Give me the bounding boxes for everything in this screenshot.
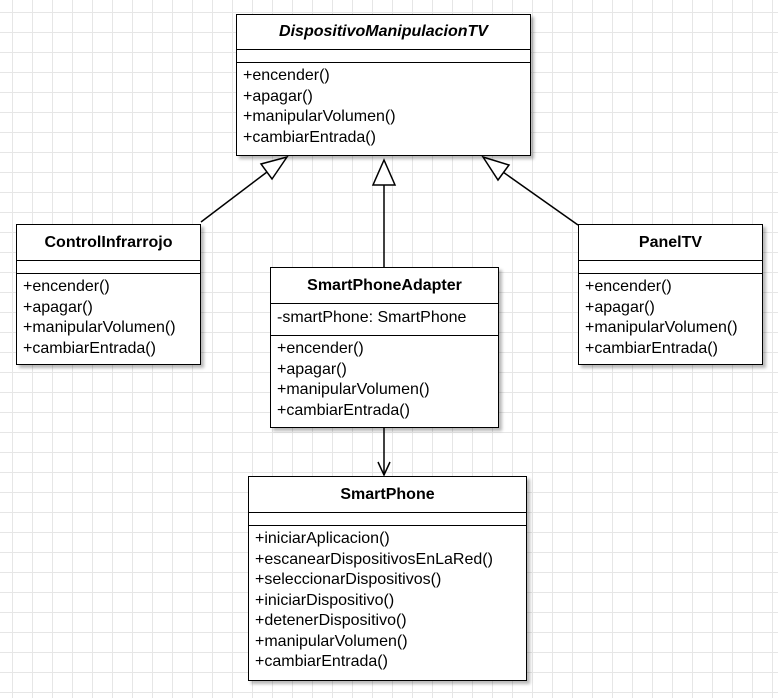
operation: +cambiarEntrada() (277, 401, 410, 419)
class-name: ControlInfrarrojo (17, 225, 200, 261)
operation: +seleccionarDispositivos() (255, 571, 442, 588)
class-name: SmartPhone (249, 477, 526, 513)
operation: +escanearDispositivosEnLaRed() (255, 550, 493, 568)
operation: +manipularVolumen() (255, 632, 408, 650)
realization-control-arrowhead (259, 155, 289, 181)
operation: +apagar() (585, 298, 655, 316)
operation: +manipularVolumen() (585, 319, 738, 336)
operations-section: +iniciarAplicacion() +escanearDispositiv… (249, 526, 526, 676)
operation: +encender() (23, 278, 110, 295)
operations-section: +encender() +apagar() +manipularVolumen(… (271, 336, 498, 424)
operation: +manipularVolumen() (277, 381, 430, 398)
operation: +iniciarAplicacion() (255, 530, 390, 547)
attribute: -smartPhone: SmartPhone (277, 309, 467, 326)
operation: +encender() (277, 340, 364, 357)
operations-section: +encender() +apagar() +manipularVolumen(… (579, 274, 762, 362)
operation: +apagar() (277, 360, 347, 378)
operation: +apagar() (243, 87, 313, 105)
class-name: DispositivoManipulacionTV (237, 15, 530, 50)
realization-control-line (200, 171, 268, 223)
operation: +encender() (585, 278, 672, 295)
operations-section: +encender() +apagar() +manipularVolumen(… (17, 274, 200, 362)
class-smart-phone[interactable]: SmartPhone +iniciarAplicacion() +escanea… (248, 476, 527, 681)
class-dispositivo-manipulacion-tv[interactable]: DispositivoManipulacionTV +encender() +a… (236, 14, 531, 156)
class-name: SmartPhoneAdapter (271, 268, 498, 304)
operation: +encender() (243, 67, 330, 84)
realization-panel-line (502, 171, 579, 226)
operation: +apagar() (23, 298, 93, 316)
attributes-section (249, 513, 526, 526)
attributes-section: -smartPhone: SmartPhone (271, 304, 498, 336)
class-smart-phone-adapter[interactable]: SmartPhoneAdapter -smartPhone: SmartPhon… (270, 267, 499, 428)
association-arrowhead (377, 461, 391, 477)
operation: +manipularVolumen() (243, 108, 396, 125)
class-name: PanelTV (579, 225, 762, 261)
class-control-infrarrojo[interactable]: ControlInfrarrojo +encender() +apagar() … (16, 224, 201, 365)
class-panel-tv[interactable]: PanelTV +encender() +apagar() +manipular… (578, 224, 763, 365)
realization-panel-arrowhead (481, 155, 511, 182)
realization-adapter-arrowhead (371, 158, 397, 186)
operation: +cambiarEntrada() (243, 128, 376, 146)
attributes-section (237, 50, 530, 63)
operation: +cambiarEntrada() (255, 653, 388, 670)
attributes-section (17, 261, 200, 274)
operation: +manipularVolumen() (23, 319, 176, 336)
attributes-section (579, 261, 762, 274)
operation: +iniciarDispositivo() (255, 591, 395, 609)
operation: +cambiarEntrada() (585, 339, 718, 357)
operation: +detenerDispositivo() (255, 612, 407, 629)
operation: +cambiarEntrada() (23, 339, 156, 357)
operations-section: +encender() +apagar() +manipularVolumen(… (237, 63, 530, 151)
